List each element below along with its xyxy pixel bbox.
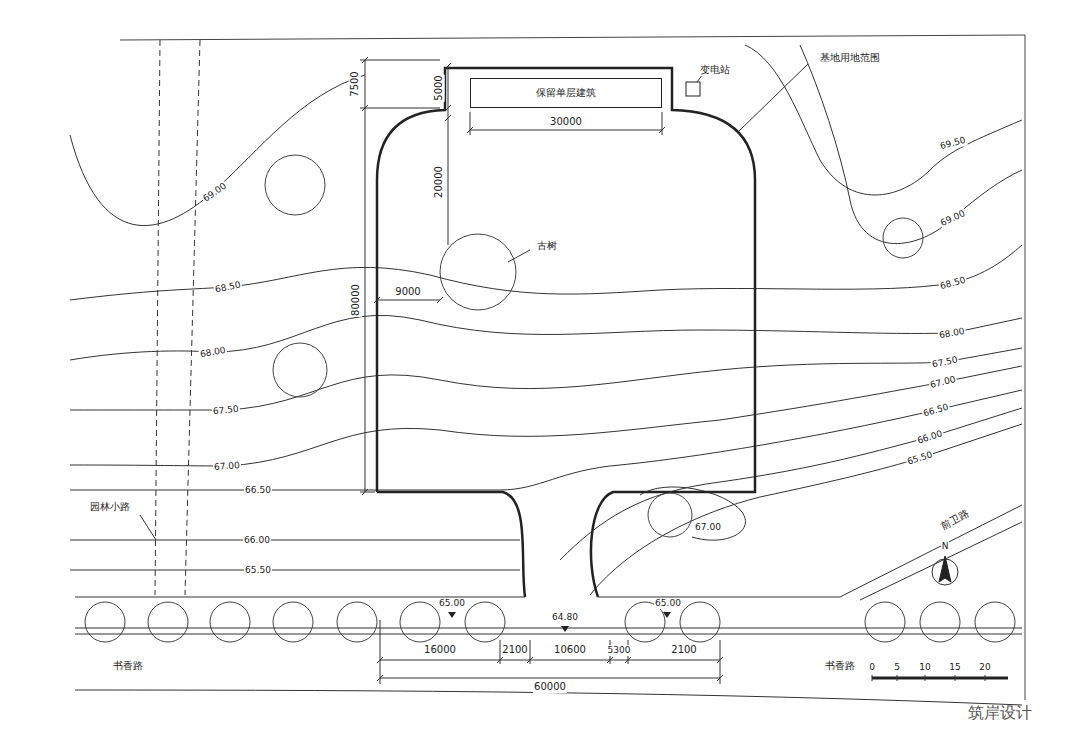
- scale-number: 15: [948, 662, 961, 673]
- contour-label: 68.50: [213, 279, 242, 296]
- contour-label: 66.50: [244, 485, 272, 496]
- watermark: 筑岸设计: [967, 703, 1033, 722]
- dimension: 20000: [433, 165, 445, 199]
- road-name: 前卫路: [938, 507, 972, 533]
- dimension: 7500: [349, 70, 361, 97]
- contour-label: 66.50: [921, 401, 951, 419]
- contour-label: 66.00: [243, 535, 271, 546]
- scale-number: 5: [893, 662, 901, 673]
- elevation: 65.00: [438, 598, 466, 609]
- dimension: 5300: [607, 645, 632, 656]
- contour-label: 67.00: [928, 373, 958, 390]
- contour-label: 69.50: [938, 134, 968, 152]
- contour-label: 69.00: [200, 180, 229, 205]
- north-label: N: [941, 541, 950, 552]
- callout: 基地用地范围: [819, 52, 881, 64]
- building-box: 保留单层建筑: [470, 78, 662, 108]
- callout: 园林小路: [89, 501, 131, 513]
- contour-label: 67.50: [930, 354, 959, 371]
- callout: 变电站: [699, 64, 731, 76]
- contour-label: 69.00: [938, 207, 968, 229]
- road-name: 书香路: [824, 660, 856, 672]
- dimension: 2100: [670, 644, 697, 656]
- dimension: 10600: [553, 644, 587, 656]
- contour-label: 67.00: [694, 522, 722, 533]
- road-name: 书香路: [112, 660, 144, 672]
- contour-label: 65.50: [905, 448, 935, 467]
- callout: 古树: [536, 240, 558, 252]
- contour-label: 68.00: [198, 344, 227, 360]
- scale-number: 0: [868, 662, 876, 673]
- elevation: 64.80: [551, 612, 579, 623]
- elevation: 65.00: [654, 598, 682, 609]
- dimension: 2100: [501, 644, 528, 656]
- dimension: 9000: [394, 286, 421, 298]
- scale-number: 10: [918, 662, 931, 673]
- building-label: 保留单层建筑: [536, 86, 596, 100]
- scale-number: 20: [978, 662, 991, 673]
- contour-label: 66.00: [915, 427, 945, 446]
- contour-label: 67.50: [212, 403, 241, 417]
- contour-label: 65.50: [244, 565, 272, 576]
- contour-label: 67.00: [213, 460, 241, 473]
- contour-label: 68.00: [937, 325, 966, 341]
- contour-label: 68.50: [938, 274, 968, 292]
- dimension: 60000: [533, 681, 567, 693]
- dimension: 5000: [433, 74, 445, 101]
- dimension: 16000: [423, 644, 457, 656]
- dimension: 30000: [549, 116, 583, 128]
- dimension: 80000: [350, 283, 362, 317]
